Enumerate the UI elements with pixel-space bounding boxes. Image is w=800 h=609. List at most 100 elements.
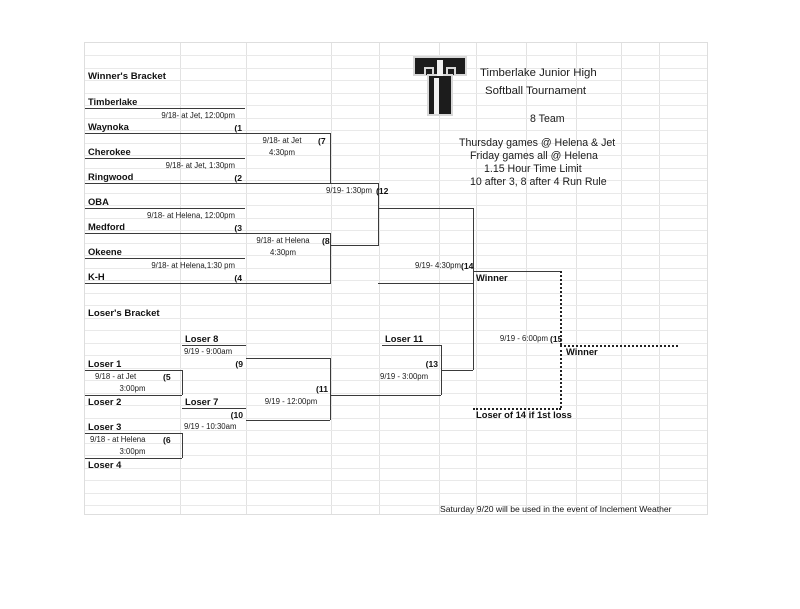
game-1-label: 9/18- at Jet, 12:00pm <box>161 111 235 120</box>
game-11-number: (11 <box>316 384 328 394</box>
bracket-rule <box>85 258 245 259</box>
game-10-number: (10 <box>230 410 243 420</box>
grid-column-line <box>439 43 440 514</box>
grid-row-line <box>85 155 707 156</box>
bracket-rule <box>85 283 245 284</box>
game-7-number: (7 <box>318 136 326 146</box>
bracket-rule <box>85 158 245 159</box>
game-6-time: 3:00pm <box>119 447 146 456</box>
bracket-connector <box>473 208 474 284</box>
grid-row-line <box>85 118 707 119</box>
grid-row-line <box>85 318 707 319</box>
game-6-label: 9/18 - at Helena <box>90 435 146 444</box>
spreadsheet-grid <box>84 42 708 515</box>
game-3-label: 9/18- at Helena, 12:00pm <box>147 211 235 220</box>
grid-row-line <box>85 480 707 481</box>
game-6-number: (6 <box>163 435 171 445</box>
bracket-connector <box>473 271 474 370</box>
bracket-connector <box>245 233 330 234</box>
tournament-title-line2: Softball Tournament <box>485 85 587 97</box>
note-thursday-games: Thursday games @ Helena & Jet <box>459 137 616 149</box>
team-waynoka: Waynoka <box>88 121 129 132</box>
championship-connector <box>560 271 562 345</box>
slot-loser-3: Loser 3 <box>88 421 122 432</box>
game-10-label: 9/19 - 10:30am <box>184 422 237 431</box>
game-7-label: 9/18- at Jet <box>262 136 302 145</box>
game-8-time: 4:30pm <box>269 248 296 257</box>
bracket-connector <box>246 358 330 359</box>
grid-row-line <box>85 105 707 106</box>
grid-row-line <box>85 505 707 506</box>
game-5-time: 3:00pm <box>119 384 146 393</box>
winners-bracket-heading: Winner's Bracket <box>88 71 166 82</box>
winners-winner-rule <box>473 271 560 272</box>
slot-loser-7: Loser 7 <box>185 396 219 407</box>
game-15-number: (15 <box>550 334 563 344</box>
game-2-number: (2 <box>234 173 242 183</box>
game-4-label: 9/18- at Helena,1:30 pm <box>151 261 235 270</box>
game-14-label: 9/19- 4:30pm <box>415 261 461 270</box>
grid-row-line <box>85 193 707 194</box>
game-13-number: (13 <box>425 359 438 369</box>
bracket-connector <box>378 183 379 246</box>
inclement-weather-note: Saturday 9/20 will be used in the event … <box>440 504 672 514</box>
bracket-rule <box>85 433 182 434</box>
team-kh: K-H <box>88 271 105 282</box>
slot-loser-11: Loser 11 <box>385 333 424 344</box>
grid-column-line <box>379 43 380 514</box>
grid-row-line <box>85 380 707 381</box>
grid-row-line <box>85 368 707 369</box>
grid-row-line <box>85 255 707 256</box>
loser-of-14-label: Loser of 14 if 1st loss <box>476 409 572 420</box>
grid-column-line <box>246 43 247 514</box>
game-12-number: (12 <box>376 186 389 196</box>
winners-bracket-winner-label: Winner <box>476 272 508 283</box>
tournament-winner-label: Winner <box>566 346 598 357</box>
game-11-label: 9/19 - 12:00pm <box>264 397 318 406</box>
grid-row-line <box>85 468 707 469</box>
grid-column-line <box>476 43 477 514</box>
bracket-rule <box>182 345 246 346</box>
team-cherokee: Cherokee <box>88 146 131 157</box>
bracket-connector <box>330 358 331 420</box>
grid-row-line <box>85 80 707 81</box>
note-run-rule: 10 after 3, 8 after 4 Run Rule <box>470 176 607 188</box>
team-okeene: Okeene <box>88 246 122 257</box>
bracket-rule <box>182 408 246 409</box>
bracket-connector <box>330 183 378 184</box>
game-2-label: 9/18- at Jet, 1:30pm <box>165 161 235 170</box>
grid-row-line <box>85 168 707 169</box>
bracket-rule <box>85 183 245 184</box>
timberlake-t-logo <box>410 50 470 120</box>
bracket-rule <box>85 395 182 396</box>
bracket-connector <box>245 283 330 284</box>
grid-row-line <box>85 305 707 306</box>
bracket-connector <box>182 370 183 395</box>
game-3-number: (3 <box>234 223 242 233</box>
note-time-limit: 1.15 Hour Time Limit <box>484 163 582 175</box>
game-9-label: 9/19 - 9:00am <box>184 347 233 356</box>
team-ringwood: Ringwood <box>88 171 134 182</box>
grid-row-line <box>85 243 707 244</box>
bracket-connector <box>330 233 331 284</box>
grid-column-line <box>576 43 577 514</box>
grid-row-line <box>85 355 707 356</box>
note-friday-games: Friday games all @ Helena <box>470 150 598 162</box>
game-13-label: 9/19 - 3:00pm <box>380 372 429 381</box>
grid-row-line <box>85 455 707 456</box>
game-5-label: 9/18 - at Jet <box>95 372 137 381</box>
game-8-label: 9/18- at Helena <box>256 236 310 245</box>
bracket-connector <box>245 183 330 184</box>
team-medford: Medford <box>88 221 125 232</box>
grid-column-line <box>526 43 527 514</box>
bracket-rule <box>85 108 245 109</box>
grid-row-line <box>85 330 707 331</box>
bracket-connector <box>330 395 441 396</box>
game-9-number: (9 <box>235 359 243 369</box>
grid-row-line <box>85 430 707 431</box>
grid-row-line <box>85 293 707 294</box>
game-15-label: 9/19 - 6:00pm <box>499 334 548 343</box>
grid-row-line <box>85 268 707 269</box>
bracket-rule <box>85 233 245 234</box>
